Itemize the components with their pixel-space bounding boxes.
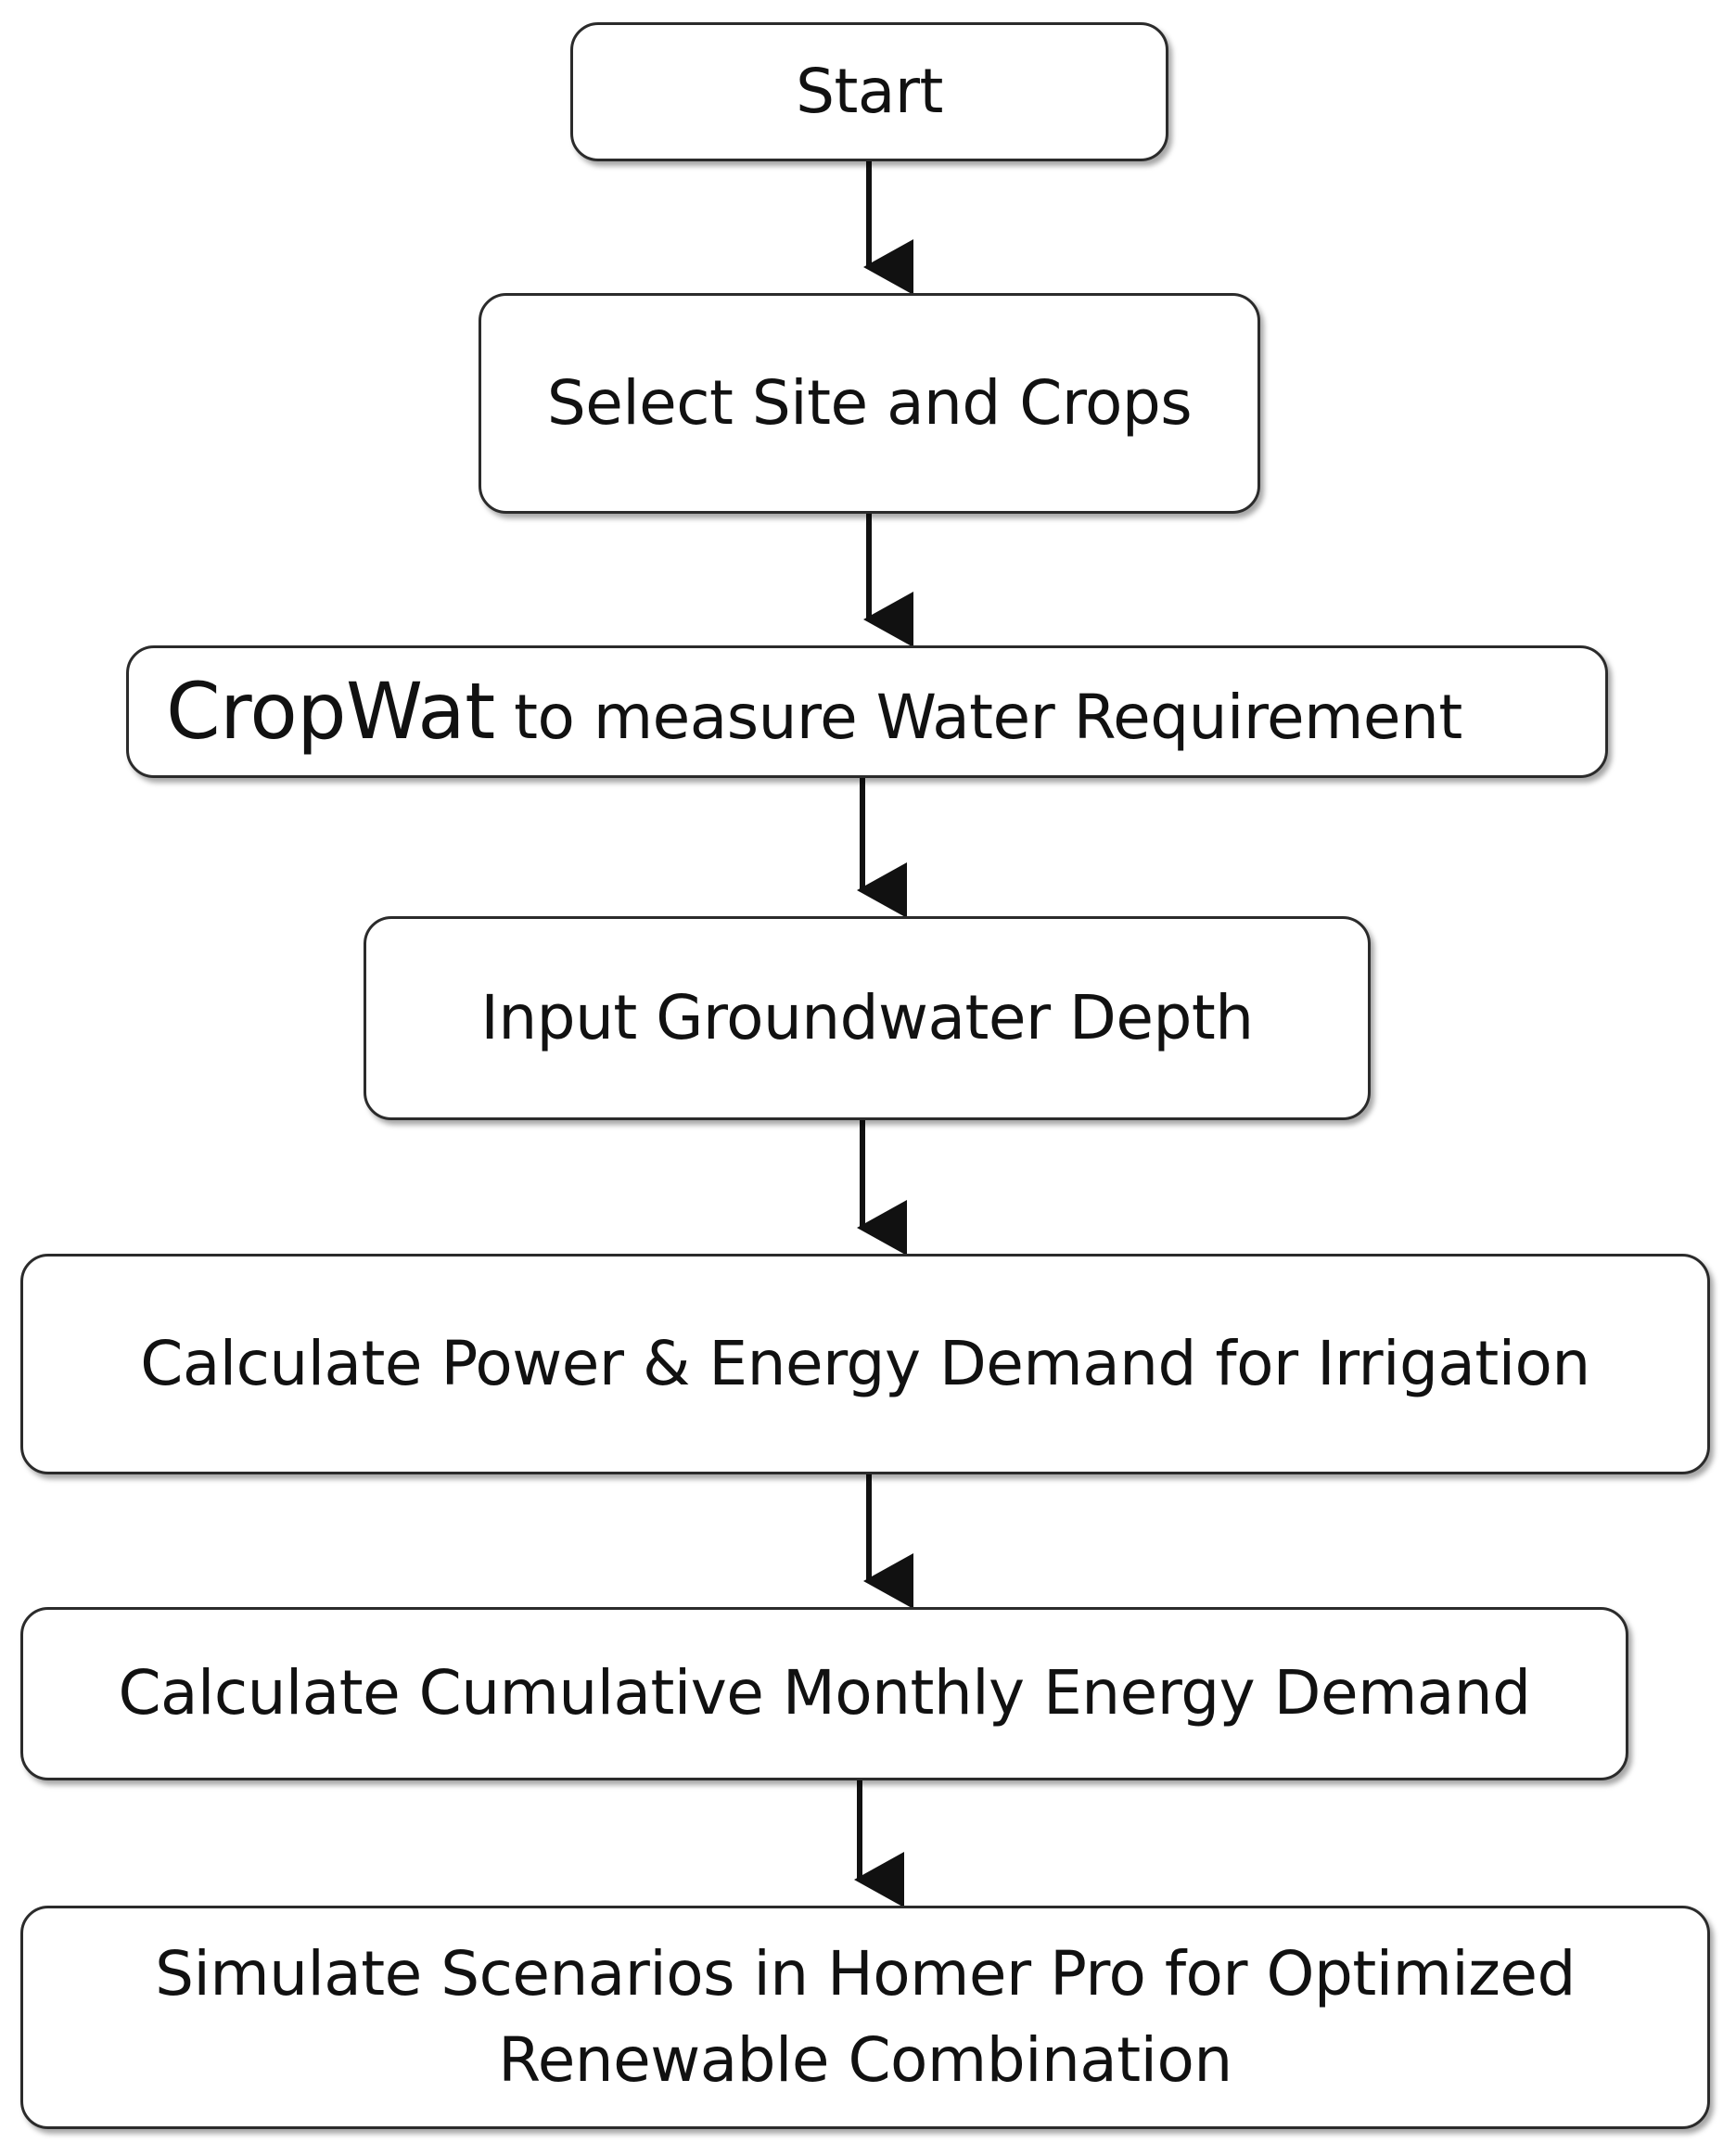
start-box: Start <box>570 22 1168 161</box>
simulate-label-line1: Simulate Scenarios in Homer Pro for Opti… <box>155 1938 1576 2010</box>
cropwat-box: CropWat to measure Water Requirement <box>126 645 1608 778</box>
groundwater-box: Input Groundwater Depth <box>364 916 1371 1120</box>
start-label: Start <box>796 55 943 127</box>
select-site-box: Select Site and Crops <box>479 293 1260 514</box>
groundwater-label: Input Groundwater Depth <box>480 981 1254 1053</box>
cropwat-label: CropWat to measure Water Requirement <box>166 657 1462 767</box>
power-energy-box: Calculate Power & Energy Demand for Irri… <box>20 1254 1710 1474</box>
select-site-label: Select Site and Crops <box>546 366 1193 439</box>
cumulative-label: Calculate Cumulative Monthly Energy Dema… <box>118 1657 1531 1729</box>
cropwat-description: to measure Water Requirement <box>494 681 1462 753</box>
power-energy-label: Calculate Power & Energy Demand for Irri… <box>140 1327 1590 1399</box>
simulate-box: Simulate Scenarios in Homer Pro for Opti… <box>20 1906 1710 2129</box>
cropwat-name: CropWat <box>166 665 495 757</box>
simulate-label-line2: Renewable Combination <box>498 2023 1232 2096</box>
simulate-label: Simulate Scenarios in Homer Pro for Opti… <box>155 1932 1576 2103</box>
cumulative-box: Calculate Cumulative Monthly Energy Dema… <box>20 1607 1628 1780</box>
